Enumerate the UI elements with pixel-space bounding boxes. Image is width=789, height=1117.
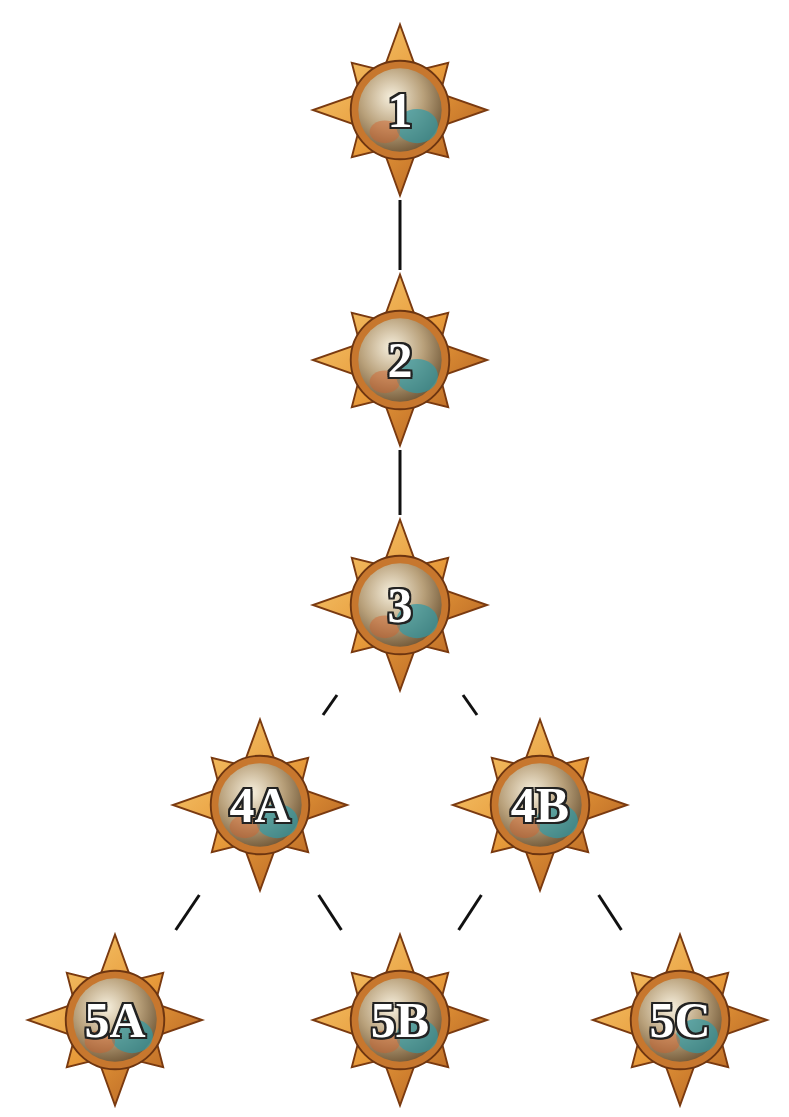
badge-ring	[211, 756, 310, 855]
badge-node: 5C	[585, 930, 775, 1110]
badge-node: 4B	[445, 715, 635, 895]
badge-label: 1	[388, 81, 413, 139]
connector-line	[599, 895, 622, 930]
connector-line	[319, 895, 342, 930]
badge-core	[218, 763, 301, 846]
badge-star	[313, 275, 487, 446]
badge-label: 5C	[649, 991, 710, 1049]
badge-core	[358, 563, 441, 646]
badge-core	[638, 978, 721, 1061]
badge-label: 3	[388, 576, 413, 634]
badge-core	[358, 318, 441, 401]
connector-line	[463, 695, 477, 715]
connector-line	[323, 695, 337, 715]
connector-line	[399, 200, 402, 270]
badge-star	[313, 520, 487, 691]
badge-node: 5B	[305, 930, 495, 1110]
badge-ring	[491, 756, 590, 855]
badge-node: 5A	[20, 930, 210, 1110]
connector-line	[176, 895, 200, 930]
badge-label: 5B	[371, 991, 429, 1049]
badge-ring	[351, 971, 450, 1070]
badge-star	[593, 935, 767, 1106]
connector-line	[399, 450, 402, 515]
badge-star	[313, 935, 487, 1106]
badge-star	[453, 720, 627, 891]
badge-core	[358, 978, 441, 1061]
badge-node: 2	[305, 270, 495, 450]
badge-label: 4A	[229, 776, 290, 834]
badge-star	[313, 25, 487, 196]
badge-node: 1	[305, 20, 495, 200]
badge-core	[498, 763, 581, 846]
badge-ring	[351, 311, 450, 410]
badge-ring	[631, 971, 730, 1070]
connector-line	[459, 895, 482, 930]
badge-node: 4A	[165, 715, 355, 895]
badge-node: 3	[305, 515, 495, 695]
badge-label: 5A	[84, 991, 145, 1049]
badge-ring	[66, 971, 165, 1070]
badge-core	[358, 68, 441, 151]
badge-star	[173, 720, 347, 891]
badge-label: 4B	[511, 776, 569, 834]
badge-core	[73, 978, 156, 1061]
badge-ring	[351, 61, 450, 160]
badge-star	[28, 935, 202, 1106]
badge-ring	[351, 556, 450, 655]
badge-label: 2	[388, 331, 413, 389]
